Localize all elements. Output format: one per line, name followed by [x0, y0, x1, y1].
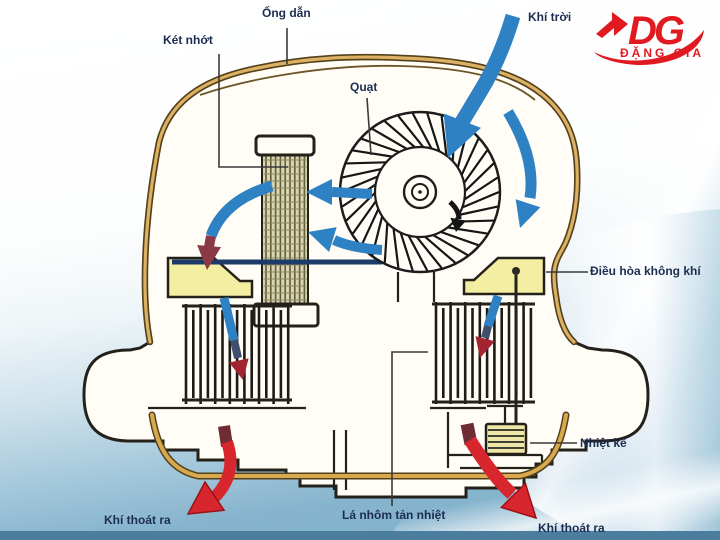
label-cooling-fins: Lá nhôm tản nhiệt [342, 508, 446, 522]
label-oil-cooler: Két nhớt [163, 33, 213, 47]
leader-oil-cooler [218, 54, 288, 168]
fan-axle [418, 190, 422, 194]
fan-hub-ring [411, 183, 429, 201]
cool-air-intake-arrow [455, 13, 521, 126]
flap-pivot [512, 267, 520, 275]
background-bottom-strip [0, 531, 720, 540]
logo-swoosh [594, 30, 704, 65]
fan-blades [340, 112, 500, 272]
oil-cooler-top-cap [254, 134, 316, 157]
logo-monogram: DG [628, 9, 684, 53]
leader-fan [366, 97, 372, 156]
bottom-air-channel [150, 413, 568, 478]
cooler-feed-arrow-upper [331, 187, 373, 199]
flap-airflow-arrow [205, 180, 274, 239]
label-duct: Ống dẫn [262, 6, 311, 20]
leader-lines [218, 28, 588, 506]
label-exhaust-left: Khí thoát ra [104, 513, 171, 527]
leader-cooling-fins [391, 351, 428, 506]
duct-inner-wall [199, 64, 536, 101]
label-air-regulator: Điều hòa không khí [590, 264, 701, 278]
label-thermostat: Nhiệt kế [580, 436, 627, 450]
fan-rotation-mark [448, 200, 462, 220]
hot-air-exhaust-left [209, 440, 237, 503]
logo-arrow-icon [596, 12, 628, 38]
label-fan: Quạt [350, 80, 378, 94]
fan [338, 110, 502, 274]
label-exhaust-right: Khí thoát ra [538, 521, 605, 535]
arrowheads [186, 113, 541, 520]
casing-outline [82, 340, 650, 499]
thermostat-bellows [484, 422, 528, 456]
oil-cooler-hatch [263, 155, 307, 304]
shroud-duct [82, 53, 650, 499]
right-cylinder-airflow [483, 294, 503, 328]
airflow-arrows [186, 13, 541, 520]
left-cylinder-airflow [219, 296, 239, 342]
cylinder-cooling-fins [184, 302, 533, 404]
hot-air-exhaust-right [464, 436, 517, 499]
cooler-feed-arrow-lower [331, 235, 383, 255]
label-intake-air: Khí trời [528, 10, 572, 24]
brand-logo: DG ĐẶNG GIA [588, 2, 714, 66]
cool-air-curl-arrow [503, 109, 537, 199]
bellows-ridges [488, 429, 524, 449]
air-flap-right [462, 256, 546, 296]
fin-rails [182, 302, 535, 404]
oil-cooler-base [252, 302, 320, 328]
oil-cooler [252, 134, 320, 328]
